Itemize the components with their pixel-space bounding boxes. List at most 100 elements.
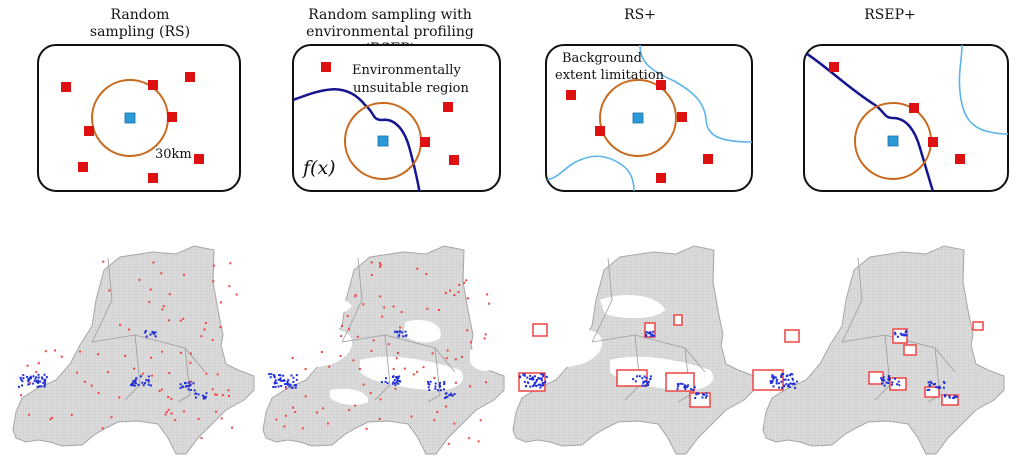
absence-point <box>420 137 430 147</box>
occurrence-point <box>539 386 542 389</box>
occurrence-point <box>542 384 545 387</box>
pseudo-absence-point <box>216 373 219 376</box>
occurrence-point <box>29 377 32 379</box>
presence-point-rs-plus <box>632 112 644 124</box>
pseudo-absence-point <box>445 357 448 360</box>
occurrence-point <box>41 377 44 380</box>
occurrence-point <box>434 387 437 390</box>
pseudo-absence-point <box>200 335 203 338</box>
occurrence-point <box>532 385 534 388</box>
occurrence-point <box>891 381 894 384</box>
pseudo-absence-point <box>470 341 472 344</box>
pseudo-absence-point <box>316 411 319 414</box>
occurrence-point <box>43 373 46 376</box>
occurrence-point <box>905 334 908 336</box>
occurrence-point <box>523 374 526 377</box>
pseudo-absence-buffers-rsep-plus <box>752 321 984 406</box>
occurrence-point <box>393 379 396 382</box>
occurrence-point <box>204 396 207 399</box>
occurrence-point <box>540 379 543 382</box>
occurrence-point <box>934 383 936 385</box>
occurrence-point <box>282 374 285 377</box>
map-rsep <box>262 245 505 455</box>
occurrence-point <box>887 379 890 382</box>
panel-title-rsep-plus: RSEP+ <box>810 7 970 24</box>
pseudo-absence-point <box>227 395 230 397</box>
pseudo-absence-point <box>189 352 192 355</box>
absence-point <box>78 162 88 172</box>
pseudo-absence-point <box>133 367 136 370</box>
pseudo-absence-point <box>381 315 384 318</box>
occurrence-point <box>22 377 25 380</box>
extent-boundary-bottom <box>546 155 635 191</box>
pseudo-absence-point <box>110 416 113 419</box>
pseudo-absence-point <box>158 389 161 392</box>
pseudo-absence-point <box>412 373 415 376</box>
pseudo-absence-point <box>431 352 434 355</box>
occurrence-point <box>130 384 133 386</box>
occurrence-point <box>402 335 405 338</box>
occurrence-point <box>649 378 652 381</box>
pseudo-absence-point <box>341 324 343 327</box>
occurrence-point <box>676 388 679 391</box>
occurrence-point <box>676 385 679 388</box>
panel-title-rs: Random sampling (RS) <box>60 7 220 41</box>
region-label-line2: unsuitable region <box>353 81 469 96</box>
occurrence-point <box>134 379 137 381</box>
occurrence-point <box>446 395 449 398</box>
occurrence-point <box>536 379 538 381</box>
occurrence-point <box>645 331 648 334</box>
pseudo-absence-point <box>354 295 357 298</box>
pseudo-absence-point <box>119 323 122 326</box>
absence-point <box>703 154 713 164</box>
occurrence-point <box>705 394 708 397</box>
schematic-rs-plus: Background extent limitation <box>545 44 753 192</box>
pseudo-absence-point <box>118 396 121 399</box>
occurrence-point <box>887 377 890 379</box>
pseudo-absence-point <box>446 349 449 352</box>
occurrence-point <box>147 375 150 378</box>
absence-point <box>443 102 453 112</box>
occurrence-point <box>395 381 398 384</box>
occurrence-point <box>195 392 197 395</box>
occurrence-point <box>927 381 930 384</box>
pseudo-absence-point <box>438 309 440 311</box>
occurrence-point <box>896 335 899 338</box>
presence-point-rsep-plus <box>887 135 899 147</box>
occurrence-point <box>697 392 700 395</box>
occurrence-point <box>278 374 280 377</box>
schematic-rsep: Environmentally unsuitable region f(x) <box>292 44 501 192</box>
occurrence-point <box>883 384 886 387</box>
occurrence-point <box>955 396 958 398</box>
absence-point <box>61 82 71 92</box>
occurrence-point <box>881 378 884 380</box>
pseudo-absence-buffer <box>532 323 548 337</box>
occurrence-point <box>144 382 146 385</box>
pseudo-absence-point <box>304 395 307 398</box>
occurrence-point <box>27 378 30 381</box>
occurrence-point <box>542 373 545 376</box>
pseudo-absence-buffer <box>752 369 784 391</box>
occurrence-point <box>442 388 445 391</box>
occurrence-point <box>790 373 793 376</box>
absence-point <box>566 90 576 100</box>
pseudo-absence-point <box>378 262 381 265</box>
occurrence-point <box>535 380 538 383</box>
occurrence-point <box>534 381 537 384</box>
pseudo-absence-buffer <box>941 394 959 406</box>
occurrence-point <box>780 376 783 378</box>
occurrence-point <box>284 386 287 389</box>
occurrence-point <box>634 380 637 383</box>
pseudo-absence-point <box>291 356 294 359</box>
occurrence-point <box>268 373 271 376</box>
occurrence-point <box>789 382 792 385</box>
pseudo-absence-point <box>161 350 164 353</box>
absence-point <box>185 72 195 82</box>
pseudo-absence-point <box>392 367 395 370</box>
pseudo-absence-point <box>220 417 223 420</box>
occurrence-point <box>942 386 945 389</box>
occurrence-point <box>395 376 397 379</box>
occurrence-point <box>534 375 536 378</box>
occurrence-point <box>894 331 897 334</box>
pseudo-absence-point <box>292 406 295 409</box>
